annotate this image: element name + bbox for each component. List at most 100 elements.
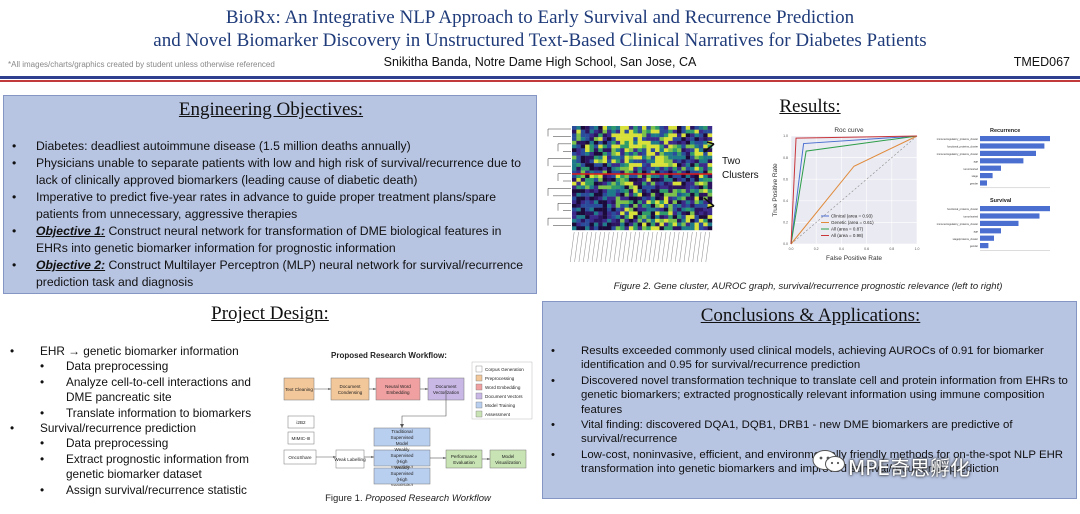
design-step: Data preprocessing: [6, 436, 276, 452]
relevance-bar-label: gender: [970, 244, 978, 248]
svg-text:Specificity): Specificity): [391, 465, 414, 470]
svg-text:Visualization: Visualization: [495, 460, 521, 465]
recurrence-bars: immune/regulatory_proteins_clusterfuncti…: [937, 136, 1050, 188]
project-design-title: Project Design:: [211, 303, 329, 324]
workflow-model-visualization: [489, 449, 527, 469]
relevance-bar-label: stage/proteins_cluster: [953, 237, 979, 241]
roc-y-label: True Positive Rate: [772, 163, 779, 217]
workflow-legend-entry: Word Embedding: [485, 385, 521, 390]
project-code: TMED067: [1013, 55, 1070, 69]
auroc-chart: Roc curve 0.00.00.20.20.40.40.60.60.80.8…: [769, 124, 924, 266]
relevance-bar: [980, 158, 1024, 164]
relevance-bar-label: immune/regulatory_proteins_cluster: [937, 222, 978, 226]
svg-text:Supervised: Supervised: [391, 435, 414, 440]
relevance-bar-label: functional_proteins_cluster: [947, 145, 978, 149]
engineering-objectives-title: Engineering Objectives:: [178, 99, 364, 120]
conclusion-item: Discovered novel transformation techniqu…: [547, 374, 1072, 417]
roc-legend-entry: Clinical (area = 0.93): [831, 214, 873, 219]
relevance-bar-label: tumor/sorted: [963, 215, 978, 219]
svg-text:Weak Labelling: Weak Labelling: [334, 457, 366, 462]
svg-text:Supervised: Supervised: [391, 453, 414, 458]
relevance-bar-label: tumor/sorted: [963, 167, 978, 171]
research-workflow-diagram: Proposed Research Workflow: Text Cleanin…: [283, 351, 533, 486]
survival-chart-title: Survival: [990, 198, 1012, 204]
svg-text:Neural Word: Neural Word: [385, 384, 411, 389]
relevance-bar: [980, 235, 994, 241]
svg-text:Sensitivity): Sensitivity): [391, 483, 414, 486]
roc-grid: 0.00.00.20.20.40.40.60.60.80.81.01.0: [783, 134, 919, 251]
svg-text:0.6: 0.6: [864, 247, 869, 251]
figure-1-caption-prefix: Figure 1.: [325, 493, 366, 504]
workflow-legend-entry: Corpus Generation: [485, 367, 524, 372]
relevance-bar: [980, 228, 1001, 234]
svg-text:0.8: 0.8: [783, 156, 788, 160]
relevance-bar-label: immune/regulatory_proteins_cluster: [937, 152, 978, 156]
objective-text: Construct neural network for transformat…: [36, 224, 502, 255]
svg-text:Weakly: Weakly: [395, 447, 411, 452]
svg-text:1.0: 1.0: [783, 134, 788, 138]
relevance-bar-label: age: [974, 230, 979, 233]
workflow-document-condensing: [330, 377, 370, 401]
design-step: Translate information to biomarkers: [6, 406, 276, 422]
objective-item: Objective 1: Construct neural network fo…: [8, 223, 534, 257]
svg-text:0.6: 0.6: [783, 177, 788, 181]
figure-1-caption: Figure 1. Proposed Research Workflow: [276, 493, 540, 504]
svg-text:0.2: 0.2: [783, 221, 788, 225]
gene-cluster-heatmap: Two Clusters: [547, 126, 759, 263]
author-line: Snikitha Banda, Notre Dame High School, …: [383, 55, 697, 69]
svg-text:OncoShare: OncoShare: [288, 455, 312, 460]
svg-text:0.8: 0.8: [889, 247, 894, 251]
project-design-list: EHR → genetic biomarker informationData …: [6, 344, 276, 498]
relevance-bar-label: immune/regulatory_proteins_cluster: [937, 137, 978, 141]
roc-x-label: False Positive Rate: [826, 255, 882, 262]
workflow-legend-entry: Document Vectors: [485, 394, 523, 399]
roc-title: Roc curve: [834, 127, 864, 134]
relevance-bar: [980, 213, 1040, 219]
header-divider-blue: [0, 76, 1080, 79]
svg-text:Performance: Performance: [451, 454, 478, 459]
heatmap-gene-labels: [570, 231, 710, 263]
workflow-legend-entry: Preprocessing: [485, 376, 515, 381]
workflow-weak-sensitivity: [373, 467, 431, 485]
relevance-bar-label: gender: [970, 182, 978, 186]
conclusion-item: Low-cost, noninvasive, efficient, and en…: [547, 448, 1072, 477]
conclusions-title: Conclusions & Applications:: [700, 305, 921, 326]
workflow-title: Proposed Research Workflow:: [331, 351, 447, 360]
roc-plot-area: [791, 136, 917, 244]
conclusion-item: Results exceeded commonly used clinical …: [547, 344, 1072, 373]
conclusions-panel: Conclusions & Applications: Results exce…: [542, 301, 1077, 499]
svg-text:0.4: 0.4: [839, 247, 844, 251]
design-step: EHR → genetic biomarker information: [6, 344, 276, 360]
conclusion-item: Vital finding: discovered DQA1, DQB1, DR…: [547, 418, 1072, 447]
svg-text:Supervised: Supervised: [391, 471, 414, 476]
relevance-bar: [980, 173, 993, 179]
objective-label: Objective 1:: [36, 224, 106, 238]
wechat-logo-icon: [812, 450, 845, 472]
svg-text:Condensing: Condensing: [338, 390, 363, 395]
relevance-bar-label: age: [974, 160, 979, 163]
survival-bars: functional_proteins_cluster tumor/sorted i…: [937, 206, 1050, 251]
svg-text:Model: Model: [502, 454, 515, 459]
workflow-legend-entry: Assessment: [485, 412, 511, 417]
roc-curve-line: [790, 135, 918, 245]
design-step: Data preprocessing: [6, 359, 276, 375]
svg-text:Weakly: Weakly: [395, 465, 411, 470]
relevance-bar-label: functional_proteins_cluster: [947, 207, 978, 211]
two-clusters-label: Two: [722, 156, 741, 167]
svg-text:(High: (High: [397, 459, 408, 464]
engineering-objectives-list: Diabetes: deadliest autoimmune disease (…: [8, 138, 534, 291]
relevance-bar: [980, 143, 1045, 149]
roc-curves: [790, 135, 918, 245]
relevance-bar: [980, 150, 1036, 156]
svg-text:0.2: 0.2: [814, 247, 819, 251]
workflow-performance-evaluation: [445, 449, 483, 469]
svg-text:1.0: 1.0: [915, 247, 920, 251]
roc-curve-line: [790, 135, 918, 245]
workflow-weak-labelling: [335, 449, 365, 469]
objective-text: Imperative to predict five-year rates in…: [36, 190, 496, 221]
two-clusters-label-line2: Clusters: [722, 170, 759, 181]
engineering-objectives-panel: Engineering Objectives: Diabetes: deadli…: [3, 95, 537, 294]
prognostic-relevance-chart: Recurrence immune/regulatory_proteins_cl…: [928, 124, 1058, 266]
objective-item: Physicians unable to separate patients w…: [8, 155, 534, 189]
